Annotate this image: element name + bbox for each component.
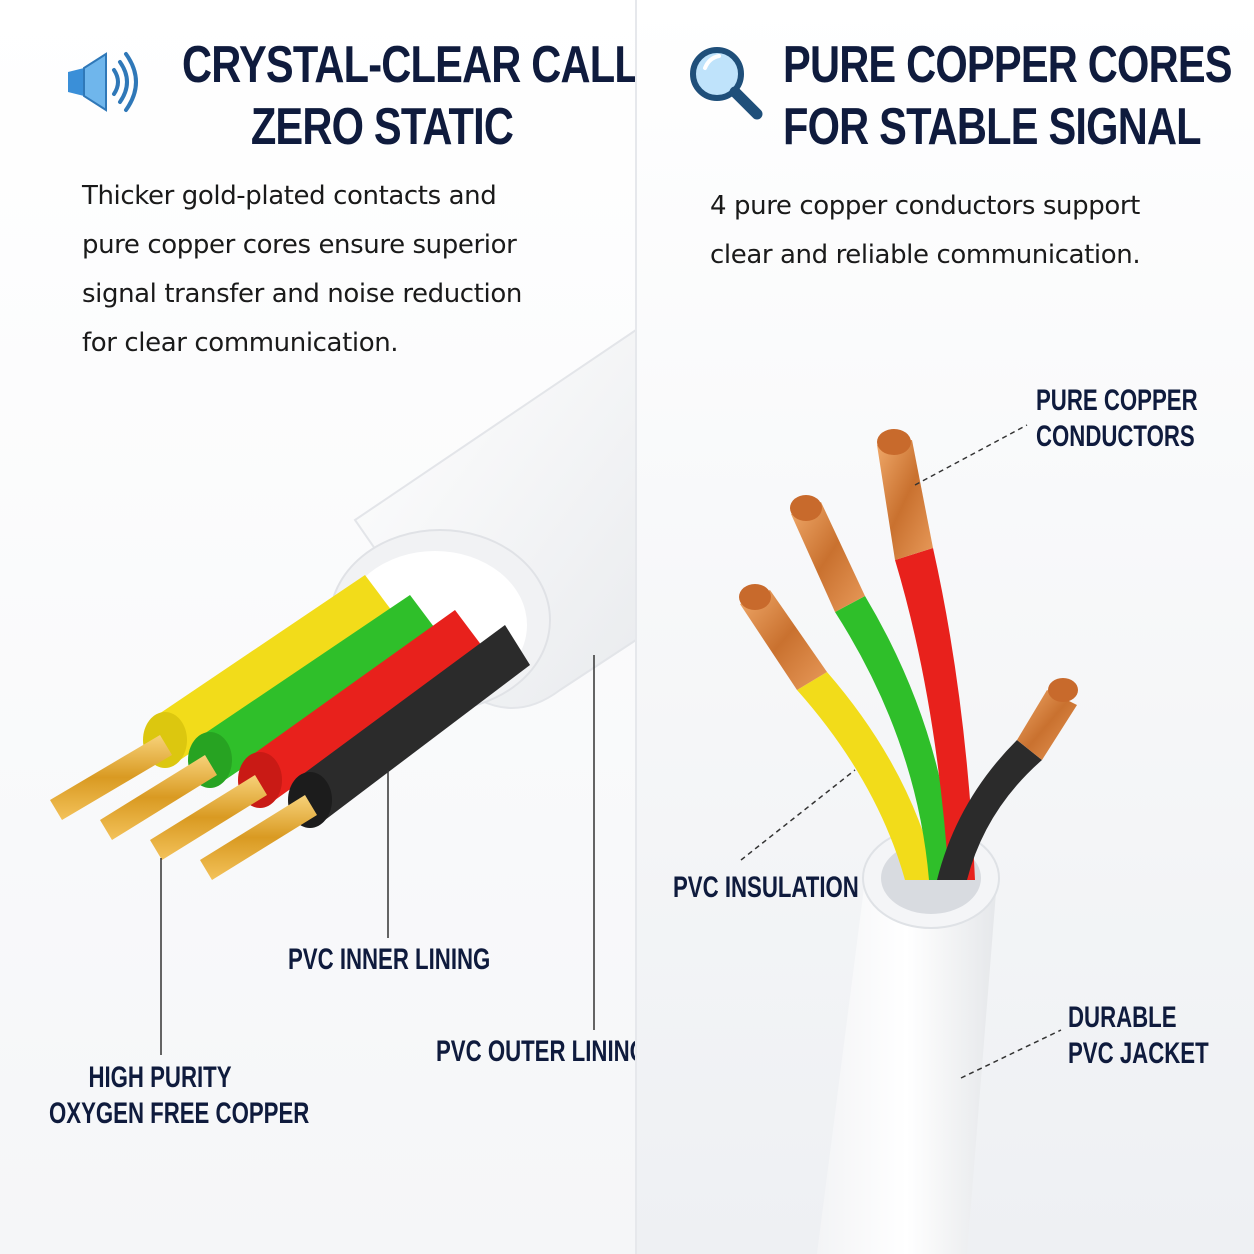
left-panel: CRYSTAL-CLEAR CALLS, ZERO STATIC Thicker… [0, 0, 636, 1254]
callout-jacket-line-1: DURABLE [1068, 1001, 1177, 1034]
magnifier-icon [687, 44, 765, 127]
callout-oxygen-free-copper: HIGH PURITY OXYGEN FREE COPPER [49, 1060, 310, 1132]
left-description-line-3: signal transfer and noise reduction [82, 279, 522, 309]
callout-durable-pvc-jacket: DURABLE PVC JACKET [1068, 1000, 1209, 1072]
left-description-line-2: pure copper cores ensure superior [82, 230, 517, 260]
callout-jacket-line-2: PVC JACKET [1068, 1037, 1209, 1070]
round-cable-illustration [739, 424, 1078, 1254]
left-description-line-1: Thicker gold-plated contacts and [82, 181, 497, 211]
callout-pvc-outer-lining: PVC OUTER LINING [436, 1034, 636, 1070]
right-heading: PURE COPPER CORES FOR STABLE SIGNAL [783, 34, 1233, 158]
speaker-icon [62, 40, 142, 125]
callout-pvc-inner-lining: PVC INNER LINING [288, 942, 490, 978]
left-description: Thicker gold-plated contacts and pure co… [82, 172, 522, 368]
callout-pvc-insulation: PVC INSULATION [673, 870, 859, 906]
left-heading-line-2: ZERO STATIC [250, 98, 514, 156]
left-description-line-4: for clear communication. [82, 328, 399, 358]
left-heading: CRYSTAL-CLEAR CALLS, ZERO STATIC [182, 34, 636, 158]
right-heading-line-1: PURE COPPER CORES [783, 36, 1233, 94]
callout-pvc-outer-lining-text: PVC OUTER LINING [436, 1035, 636, 1068]
callout-pvc-inner-lining-text: PVC INNER LINING [288, 943, 491, 976]
callout-pure-copper-conductors: PURE COPPER CONDUCTORS [1036, 383, 1198, 455]
right-description-line-1: 4 pure copper conductors support [710, 191, 1140, 221]
right-panel: PURE COPPER CORES FOR STABLE SIGNAL 4 pu… [637, 0, 1254, 1254]
callout-conductors-line-1: PURE COPPER [1036, 384, 1198, 417]
right-description-line-2: clear and reliable communication. [710, 240, 1141, 270]
right-heading-line-2: FOR STABLE SIGNAL [783, 98, 1202, 156]
callout-copper-line-1: HIGH PURITY [88, 1061, 232, 1094]
callout-copper-line-2: OXYGEN FREE COPPER [49, 1097, 310, 1130]
flat-cable-illustration [50, 328, 636, 1055]
callout-conductors-line-2: CONDUCTORS [1036, 420, 1195, 453]
callout-pvc-insulation-text: PVC INSULATION [673, 871, 859, 904]
right-description: 4 pure copper conductors support clear a… [710, 182, 1141, 280]
left-heading-line-1: CRYSTAL-CLEAR CALLS, [182, 36, 636, 94]
panel-divider [635, 0, 637, 1254]
